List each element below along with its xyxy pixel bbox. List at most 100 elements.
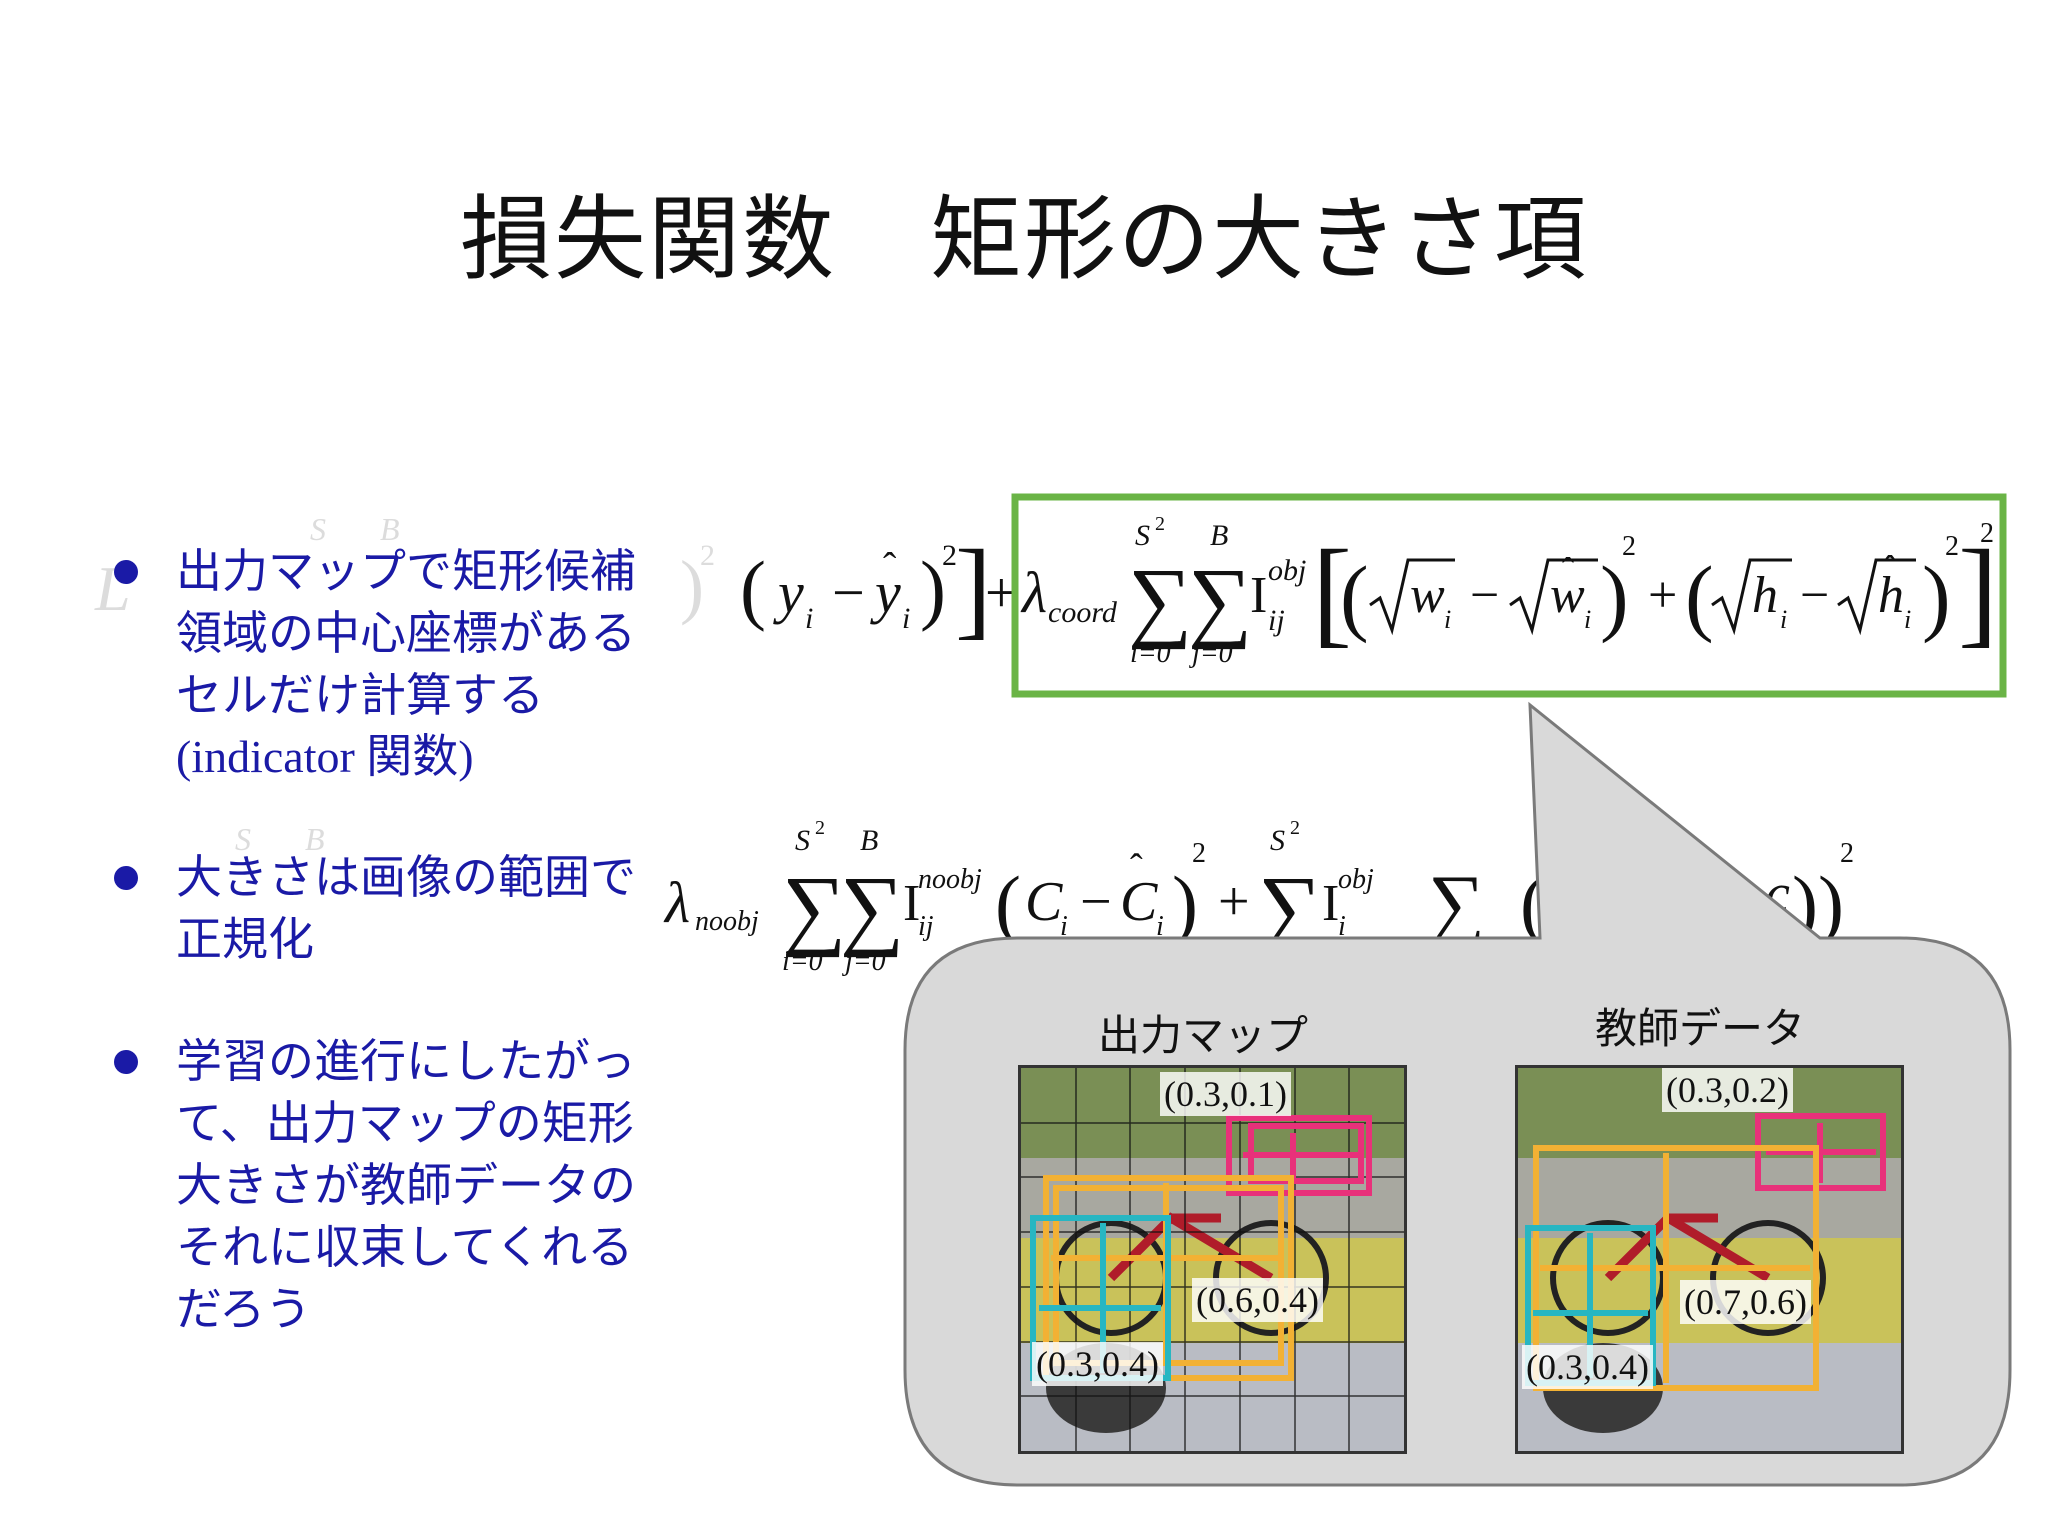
svg-text:−: − — [1080, 871, 1112, 933]
teacher-teal-coord: (0.3,0.4) — [1522, 1345, 1653, 1389]
svg-text:h: h — [1878, 567, 1904, 624]
formula-highlighted-term: S 2 B ∑ ∑ i=0 j=0 I obj ij [ ( w i − w ˆ… — [1128, 513, 1998, 669]
output-teal-coord: (0.3,0.4) — [1032, 1342, 1163, 1386]
svg-text:ij: ij — [1268, 604, 1285, 637]
bullet-line: 領域の中心座標がある — [176, 606, 636, 660]
bullet-dot — [114, 560, 138, 584]
svg-text:coord: coord — [1048, 596, 1118, 629]
highlight-box — [1011, 493, 2007, 698]
svg-text:noobj: noobj — [695, 906, 759, 937]
svg-text:S: S — [310, 511, 326, 547]
bullet-line: 正規化 — [176, 912, 314, 966]
svg-text:): ) — [680, 546, 704, 626]
svg-text:−: − — [1470, 567, 1499, 624]
svg-text:obj: obj — [1268, 554, 1306, 587]
svg-text:i=0: i=0 — [1130, 638, 1171, 669]
bullet-item: 大きさは画像の範囲で 正規化 — [108, 846, 728, 970]
svg-text:2: 2 — [942, 539, 957, 572]
bullet-item: 出力マップで矩形候補 領域の中心座標がある セルだけ計算する (indicato… — [108, 540, 728, 788]
svg-text:): ) — [1172, 860, 1198, 947]
svg-text:ˆ: ˆ — [1884, 548, 1896, 588]
svg-text:−: − — [1800, 567, 1829, 624]
svg-text:2: 2 — [1622, 531, 1636, 562]
svg-text:(: ( — [1685, 548, 1714, 644]
svg-text:+: + — [1648, 567, 1677, 624]
teacher-pink-coord: (0.3,0.2) — [1662, 1068, 1793, 1112]
svg-text:S: S — [795, 824, 810, 857]
svg-text:C: C — [1025, 871, 1063, 933]
svg-text:(: ( — [995, 860, 1021, 947]
svg-text:λ: λ — [1020, 560, 1047, 625]
teacher-data-image — [1515, 1065, 1904, 1454]
slide-title: 損失関数 矩形の大きさ項 — [459, 186, 1588, 293]
svg-text:S: S — [235, 821, 251, 857]
svg-text:w: w — [1550, 567, 1585, 624]
formula-line-1: ( y i − y ˆ i ) 2 ] + λ coord — [740, 527, 1118, 649]
svg-text:i: i — [805, 602, 813, 635]
svg-text:ˆ: ˆ — [1130, 847, 1143, 889]
svg-text:obj: obj — [1338, 864, 1374, 895]
svg-text:2: 2 — [815, 817, 825, 839]
svg-text:I: I — [903, 875, 920, 932]
bullet-line: 出力マップで矩形候補 — [176, 544, 636, 598]
output-pink-coord: (0.3,0.1) — [1160, 1072, 1291, 1116]
svg-text:j=0: j=0 — [1189, 638, 1233, 669]
svg-text:i: i — [1444, 605, 1451, 634]
bullet-dot — [114, 1050, 138, 1074]
svg-text:+: + — [1218, 871, 1250, 933]
svg-text:2: 2 — [700, 539, 715, 572]
svg-text:): ) — [920, 545, 946, 632]
bullet-line: だろう — [176, 1282, 312, 1336]
svg-text:i=0: i=0 — [782, 946, 823, 977]
bullet-line: 大きさは画像の範囲で — [176, 850, 636, 904]
svg-text:B: B — [860, 824, 878, 857]
svg-text:]: ] — [1958, 525, 1998, 658]
bullet-line: (indicator 関数) — [176, 731, 474, 782]
svg-text:λ: λ — [663, 870, 690, 935]
svg-text:B: B — [1210, 519, 1228, 552]
svg-text:2: 2 — [1290, 817, 1300, 839]
svg-text:i: i — [1060, 911, 1068, 942]
svg-text:∑: ∑ — [1428, 860, 1485, 948]
svg-text:): ) — [1600, 548, 1629, 644]
svg-text:2: 2 — [1980, 518, 1994, 549]
bullet-line: 大きさが教師データの — [176, 1158, 636, 1212]
svg-text:2: 2 — [1155, 513, 1165, 535]
svg-text:(: ( — [740, 545, 766, 632]
svg-text:i: i — [1780, 605, 1787, 634]
bullet-dot — [114, 866, 138, 890]
bullet-line: 学習の進行にしたがっ — [176, 1034, 636, 1088]
output-orange-coord: (0.6,0.4) — [1192, 1278, 1323, 1322]
svg-text:i: i — [1156, 911, 1164, 942]
teacher-data-title: 教師データ — [1595, 1004, 1806, 1053]
svg-text:∑: ∑ — [1188, 551, 1252, 650]
teacher-orange-coord: (0.7,0.6) — [1680, 1280, 1811, 1324]
svg-text:∑: ∑ — [782, 859, 846, 958]
svg-text:ij: ij — [918, 911, 934, 942]
svg-text:i: i — [902, 602, 910, 635]
svg-text:i: i — [1584, 605, 1591, 634]
svg-text:noobj: noobj — [918, 864, 982, 895]
bullet-line: て、出力マップの矩形 — [176, 1096, 634, 1150]
svg-text:h: h — [1752, 567, 1778, 624]
svg-text:i: i — [1338, 911, 1346, 942]
svg-text:2: 2 — [1192, 838, 1206, 869]
svg-text:2: 2 — [1945, 531, 1959, 562]
bullet-line: セルだけ計算する — [176, 668, 544, 722]
svg-text:ˆ: ˆ — [883, 544, 897, 589]
bullet-item: 学習の進行にしたがっ て、出力マップの矩形 大きさが教師データの それに収束して… — [108, 1030, 728, 1340]
svg-text:S: S — [1270, 824, 1285, 857]
svg-text:(: ( — [1340, 548, 1369, 644]
output-map-image — [1018, 1065, 1407, 1454]
svg-text:S: S — [1135, 519, 1150, 552]
output-map-title: 出力マップ — [1098, 1011, 1309, 1060]
svg-text:∑: ∑ — [1128, 551, 1192, 650]
svg-text:j=0: j=0 — [842, 946, 886, 977]
svg-text:−: − — [832, 560, 865, 625]
svg-text:ˆ: ˆ — [1562, 550, 1574, 590]
svg-text:I: I — [1250, 567, 1267, 624]
bullet-line: それに収束してくれる — [176, 1220, 634, 1274]
svg-text:w: w — [1410, 567, 1445, 624]
svg-text:C: C — [1120, 871, 1158, 933]
svg-text:2: 2 — [1840, 838, 1854, 869]
